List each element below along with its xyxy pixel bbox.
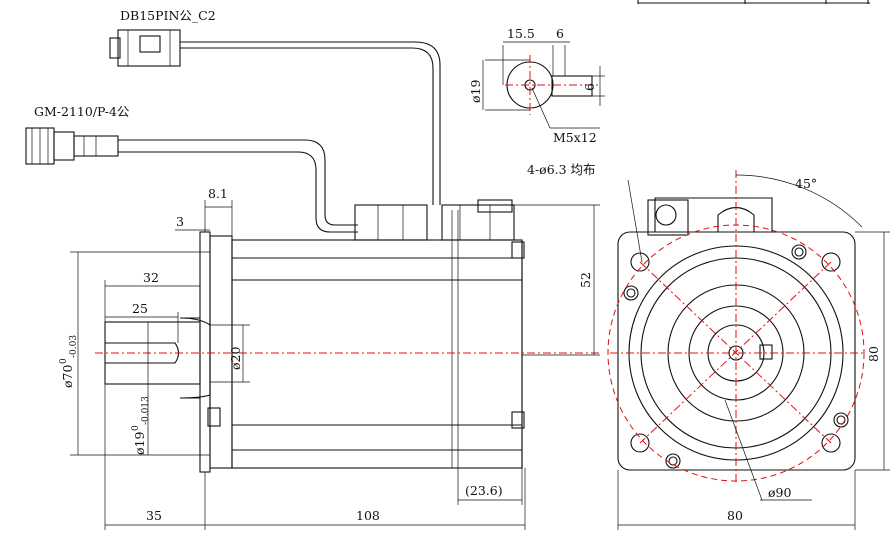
- dim-35: 35: [146, 508, 162, 523]
- dim-8-1: 8.1: [208, 186, 228, 201]
- motor-side-view: [104, 199, 525, 473]
- angle-45: 45°: [795, 176, 817, 191]
- title-block-fragment: [637, 0, 870, 4]
- dim-3: 3: [176, 214, 184, 229]
- dim-32: 32: [143, 270, 159, 285]
- dim-70: ø70: [60, 365, 75, 388]
- dim-70-tol-lower: -0.03: [69, 335, 79, 358]
- dim-108: 108: [356, 508, 380, 523]
- dim-23-6: (23.6): [465, 483, 503, 498]
- dim-19-tol-lower: -0.013: [141, 396, 151, 425]
- power-connector-label: GM-2110/P-4公: [34, 104, 130, 119]
- front-dimensions: [617, 174, 890, 530]
- dim-19-tol-upper: 0: [131, 425, 141, 431]
- key-19: ø19: [468, 80, 483, 103]
- dim-80-side: 80: [866, 346, 881, 362]
- key-6-side: 6: [582, 83, 597, 91]
- dim-80-bottom: 80: [727, 508, 743, 523]
- key-6-top: 6: [556, 26, 564, 41]
- dim-19: ø19: [132, 432, 147, 455]
- side-dimensions: [70, 200, 600, 530]
- encoder-connector: [109, 29, 181, 67]
- dim-52: 52: [578, 272, 593, 288]
- key-m5: M5x12: [553, 130, 597, 145]
- dim-25: 25: [132, 301, 148, 316]
- dim-90: ø90: [768, 485, 791, 500]
- encoder-cable: [180, 41, 441, 205]
- dim-20: ø20: [228, 347, 243, 370]
- encoder-connector-label: DB15PIN公_C2: [120, 8, 216, 23]
- holes-label: 4-ø6.3 均布: [527, 162, 596, 177]
- dim-19-group: ø19 0 -0.013: [131, 396, 151, 455]
- power-connector: [25, 127, 119, 165]
- dim-70-tol-upper: 0: [59, 358, 69, 364]
- front-diag-2: [639, 261, 832, 444]
- power-cable: [118, 139, 358, 233]
- dim-70-group: ø70 0 -0.03: [59, 335, 79, 388]
- key-15-5: 15.5: [507, 26, 535, 41]
